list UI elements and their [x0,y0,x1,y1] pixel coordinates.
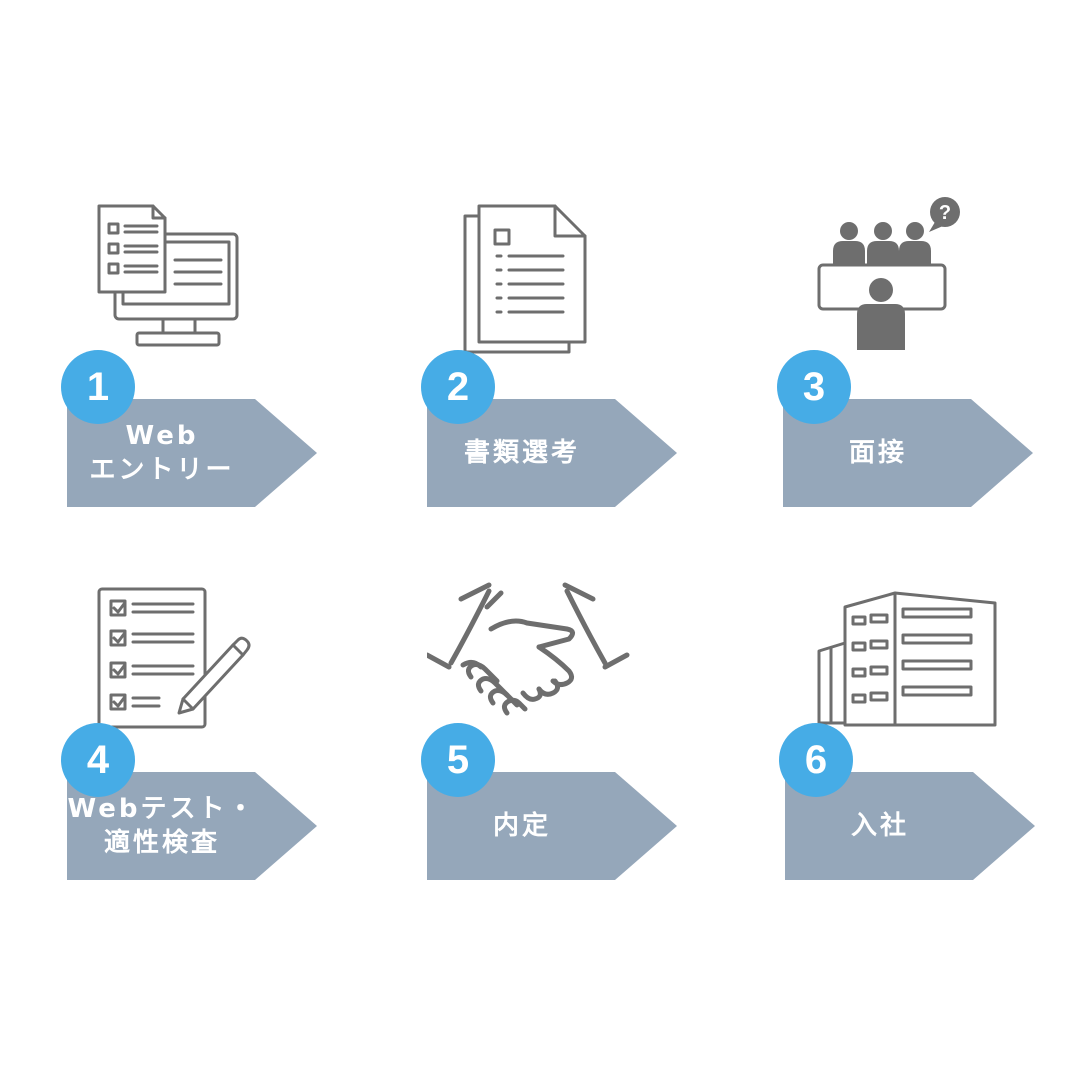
documents-icon [427,174,727,374]
step-label-line2: エントリー [89,455,235,485]
handshake-icon [427,547,727,747]
step-arrow [785,772,1035,880]
step-label-line1: 内定 [492,811,551,841]
computer-documents-icon [67,174,367,374]
step-6: 入社 6 [779,547,1080,880]
step-number-badge: 5 [421,723,495,797]
step-arrow [427,772,677,880]
arrow-shape [785,772,1035,880]
step-arrow [67,399,317,507]
svg-text:?: ? [939,202,951,224]
arrow-shape [427,399,677,507]
checklist-pencil-icon [67,547,367,747]
step-number-badge: 4 [61,723,135,797]
step-label-line1: Webテスト・ [67,794,257,824]
step-3: ? 面接 3 [777,174,1080,507]
step-number-badge: 1 [61,350,135,424]
arrow-shape [427,772,677,880]
step-label: 入社 [785,772,975,880]
step-arrow [67,772,317,880]
step-label: Webテスト・ 適性検査 [67,772,257,880]
step-label: 面接 [783,399,973,507]
step-arrow [783,399,1033,507]
step-label-line2: 適性検査 [103,828,220,858]
step-label: 内定 [427,772,617,880]
step-label: Web エントリー [67,399,257,507]
step-4: Webテスト・ 適性検査 4 [61,547,367,880]
step-2: 書類選考 2 [421,174,727,507]
step-label: 書類選考 [427,399,617,507]
office-building-icon [785,547,1080,747]
step-label-line1: 面接 [848,438,907,468]
interview-icon: ? [783,174,1080,374]
step-arrow [427,399,677,507]
step-label-line1: Web [125,421,199,451]
step-number-badge: 3 [777,350,851,424]
arrow-shape [783,399,1033,507]
step-label-line1: 書類選考 [463,438,580,468]
arrow-shape [67,772,317,880]
step-1: Web エントリー 1 [61,174,367,507]
step-label-line1: 入社 [850,811,909,841]
arrow-shape [67,399,317,507]
step-number-badge: 6 [779,723,853,797]
step-5: 内定 5 [421,547,727,880]
step-number-badge: 2 [421,350,495,424]
